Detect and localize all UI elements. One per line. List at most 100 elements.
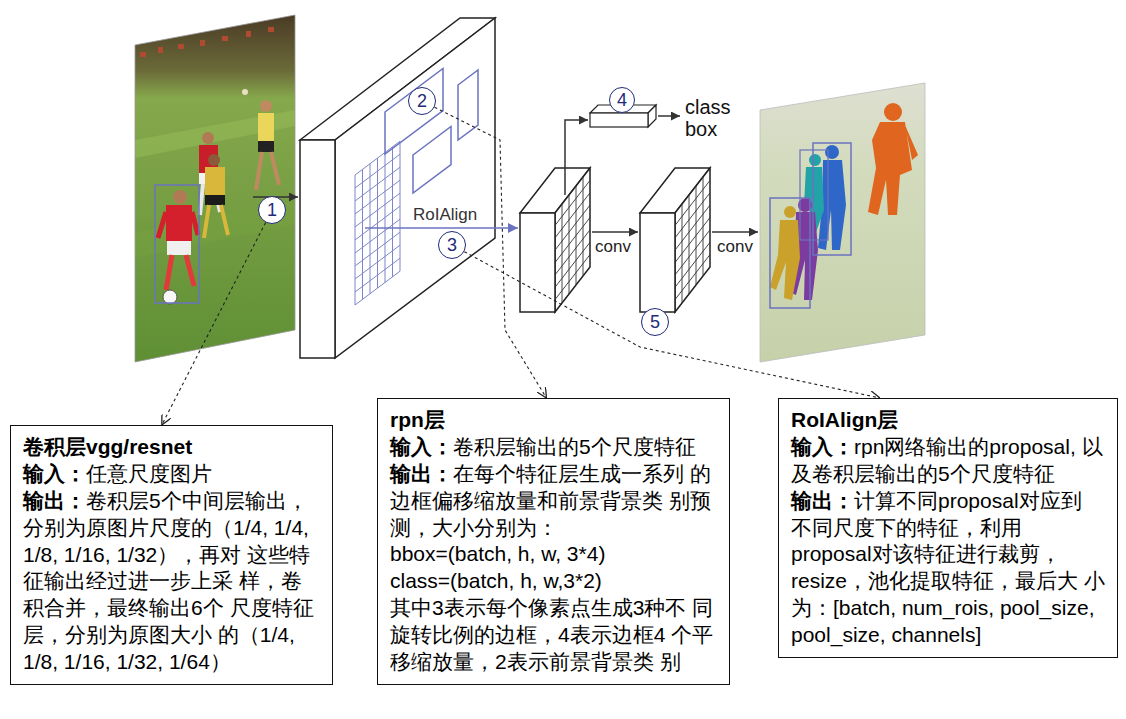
grass-stripe <box>135 200 295 258</box>
body-text: 卷积层5个中间层输出， 分别为原图片尺度的（1/4, 1/4, 1/8, 1/1… <box>23 489 314 673</box>
output-ground <box>760 83 925 362</box>
branch-arrow <box>565 120 588 195</box>
field-label: 输入： <box>390 435 453 458</box>
callout-number: 1 <box>267 200 277 220</box>
bounding-box <box>813 143 851 255</box>
head-block-front <box>640 213 675 312</box>
photo-ground <box>135 15 295 362</box>
output-frame <box>760 83 925 362</box>
heading-text: rpn层 <box>390 408 445 431</box>
player-shorts <box>258 141 274 152</box>
text-line: RoIAlign层 <box>791 407 1105 434</box>
player-shirt <box>166 205 192 241</box>
player-head <box>202 132 214 144</box>
field-label: 输出： <box>390 462 453 485</box>
leader-arrow <box>162 222 266 425</box>
head-block-side <box>675 168 710 312</box>
annotation-box: 卷积层vgg/resnet 输入：任意尺度图片输出：卷积层5个中间层输出， 分别为… <box>10 425 333 685</box>
bounding-box <box>770 198 810 308</box>
proposal-box <box>413 127 451 194</box>
conv-arrow <box>592 231 638 233</box>
text-line: 其中3表示每个像素点生成3种不 同旋转比例的边框，4表示边框4 个平移缩放量，2… <box>390 595 717 676</box>
body-text: 计算不同proposal对应到 不同尺度下的特征，利用 proposal对该特征… <box>791 489 1105 646</box>
annotation-label: RoIAlign <box>412 206 478 225</box>
callout-circle: 5 <box>641 308 669 336</box>
callout-circle: 1 <box>258 196 286 224</box>
field-label: 输入： <box>23 462 86 485</box>
text-line: 3 <box>447 236 457 254</box>
player-shirt <box>205 167 225 195</box>
text-line: bbox=(batch, h, w, 3*4) <box>390 541 717 568</box>
body-text: 卷积层输出的5个尺度特征 <box>453 435 696 458</box>
mask-blue <box>825 145 839 159</box>
text-line: 输入：rpn网络输出的proposal, 以及卷积层输出的5个尺度特征 <box>791 434 1105 488</box>
mask-teal <box>809 154 821 166</box>
text-line: 4 <box>617 91 627 109</box>
annotation-label: conv <box>716 238 754 257</box>
text-line: 卷积层vgg/resnet <box>23 434 320 461</box>
bounding-box <box>155 185 199 303</box>
callout-circle: 3 <box>438 231 466 259</box>
callout-number: 5 <box>650 312 660 332</box>
conv-arrow <box>712 231 758 233</box>
leader-arrow <box>435 107 547 398</box>
body-text: 其中3表示每个像素点生成3种不 同旋转比例的边框，4表示边框4 个平移缩放量，2… <box>390 596 713 673</box>
text-line: rpn层 <box>390 407 717 434</box>
annotation-label: conv <box>594 238 632 257</box>
head-block-side <box>555 168 590 312</box>
callout-number: 4 <box>617 90 627 110</box>
feature-slab-front <box>300 140 335 358</box>
mask-orange <box>868 122 918 215</box>
mask-yellow <box>784 206 796 218</box>
fc-block-front <box>590 113 648 127</box>
leader-arrow <box>464 252 880 398</box>
output-arrow <box>658 115 680 117</box>
feature-grid <box>355 141 400 305</box>
photo-frame <box>135 15 295 362</box>
player-legs <box>256 152 279 190</box>
callout-number: 2 <box>417 91 427 111</box>
bounding-box <box>800 150 828 240</box>
feature-slab-face <box>335 18 495 358</box>
player-shorts <box>205 195 225 205</box>
text-line: 输出：在每个特征层生成一系列 的边框偏移缩放量和前景背景类 别预测，大小分别为： <box>390 461 717 542</box>
text-line: 1 <box>267 201 277 219</box>
player-head <box>208 154 220 166</box>
head-block-grid <box>555 177 590 303</box>
text-line: 5 <box>650 313 660 331</box>
player-head <box>173 190 187 204</box>
field-label: 输入： <box>791 435 854 458</box>
player-shirt <box>258 113 274 141</box>
field-label: 输出： <box>791 489 854 512</box>
text-line: class=(batch, h, w,3*2) <box>390 568 717 595</box>
body-text: class=(batch, h, w,3*2) <box>390 569 602 592</box>
text-line: 输出：计算不同proposal对应到 不同尺度下的特征，利用 proposal对… <box>791 488 1105 649</box>
body-text: bbox=(batch, h, w, 3*4) <box>390 542 605 565</box>
annotation-box: RoIAlign层输入：rpn网络输出的proposal, 以及卷积层输出的5个… <box>778 398 1118 658</box>
fc-block-side <box>648 105 656 127</box>
text-line: 输出：卷积层5个中间层输出， 分别为原图片尺度的（1/4, 1/4, 1/8, … <box>23 488 320 676</box>
text-line: 输入：任意尺度图片 <box>23 461 320 488</box>
roialign-arrow <box>365 227 518 229</box>
mask-orange <box>884 103 902 121</box>
player-legs <box>204 205 228 238</box>
player-legs <box>166 255 194 290</box>
player-head <box>260 100 272 112</box>
player-arms <box>158 212 198 238</box>
player-shorts <box>167 241 191 255</box>
far-player <box>242 89 248 95</box>
text-line: 2 <box>417 92 427 110</box>
annotation-label: class box <box>684 96 732 140</box>
proposal-box <box>458 70 478 140</box>
ball <box>163 290 177 304</box>
field-label: 输出： <box>23 489 86 512</box>
callout-number: 3 <box>447 235 457 255</box>
text-line: 输入：卷积层输出的5个尺度特征 <box>390 434 717 461</box>
heading-text: 卷积层vgg/resnet <box>23 435 192 458</box>
head-block-front <box>520 213 555 312</box>
annotation-box: rpn层输入：卷积层输出的5个尺度特征输出：在每个特征层生成一系列 的边框偏移缩… <box>377 398 730 685</box>
callout-circle: 2 <box>408 87 436 115</box>
input-photo <box>135 15 295 362</box>
